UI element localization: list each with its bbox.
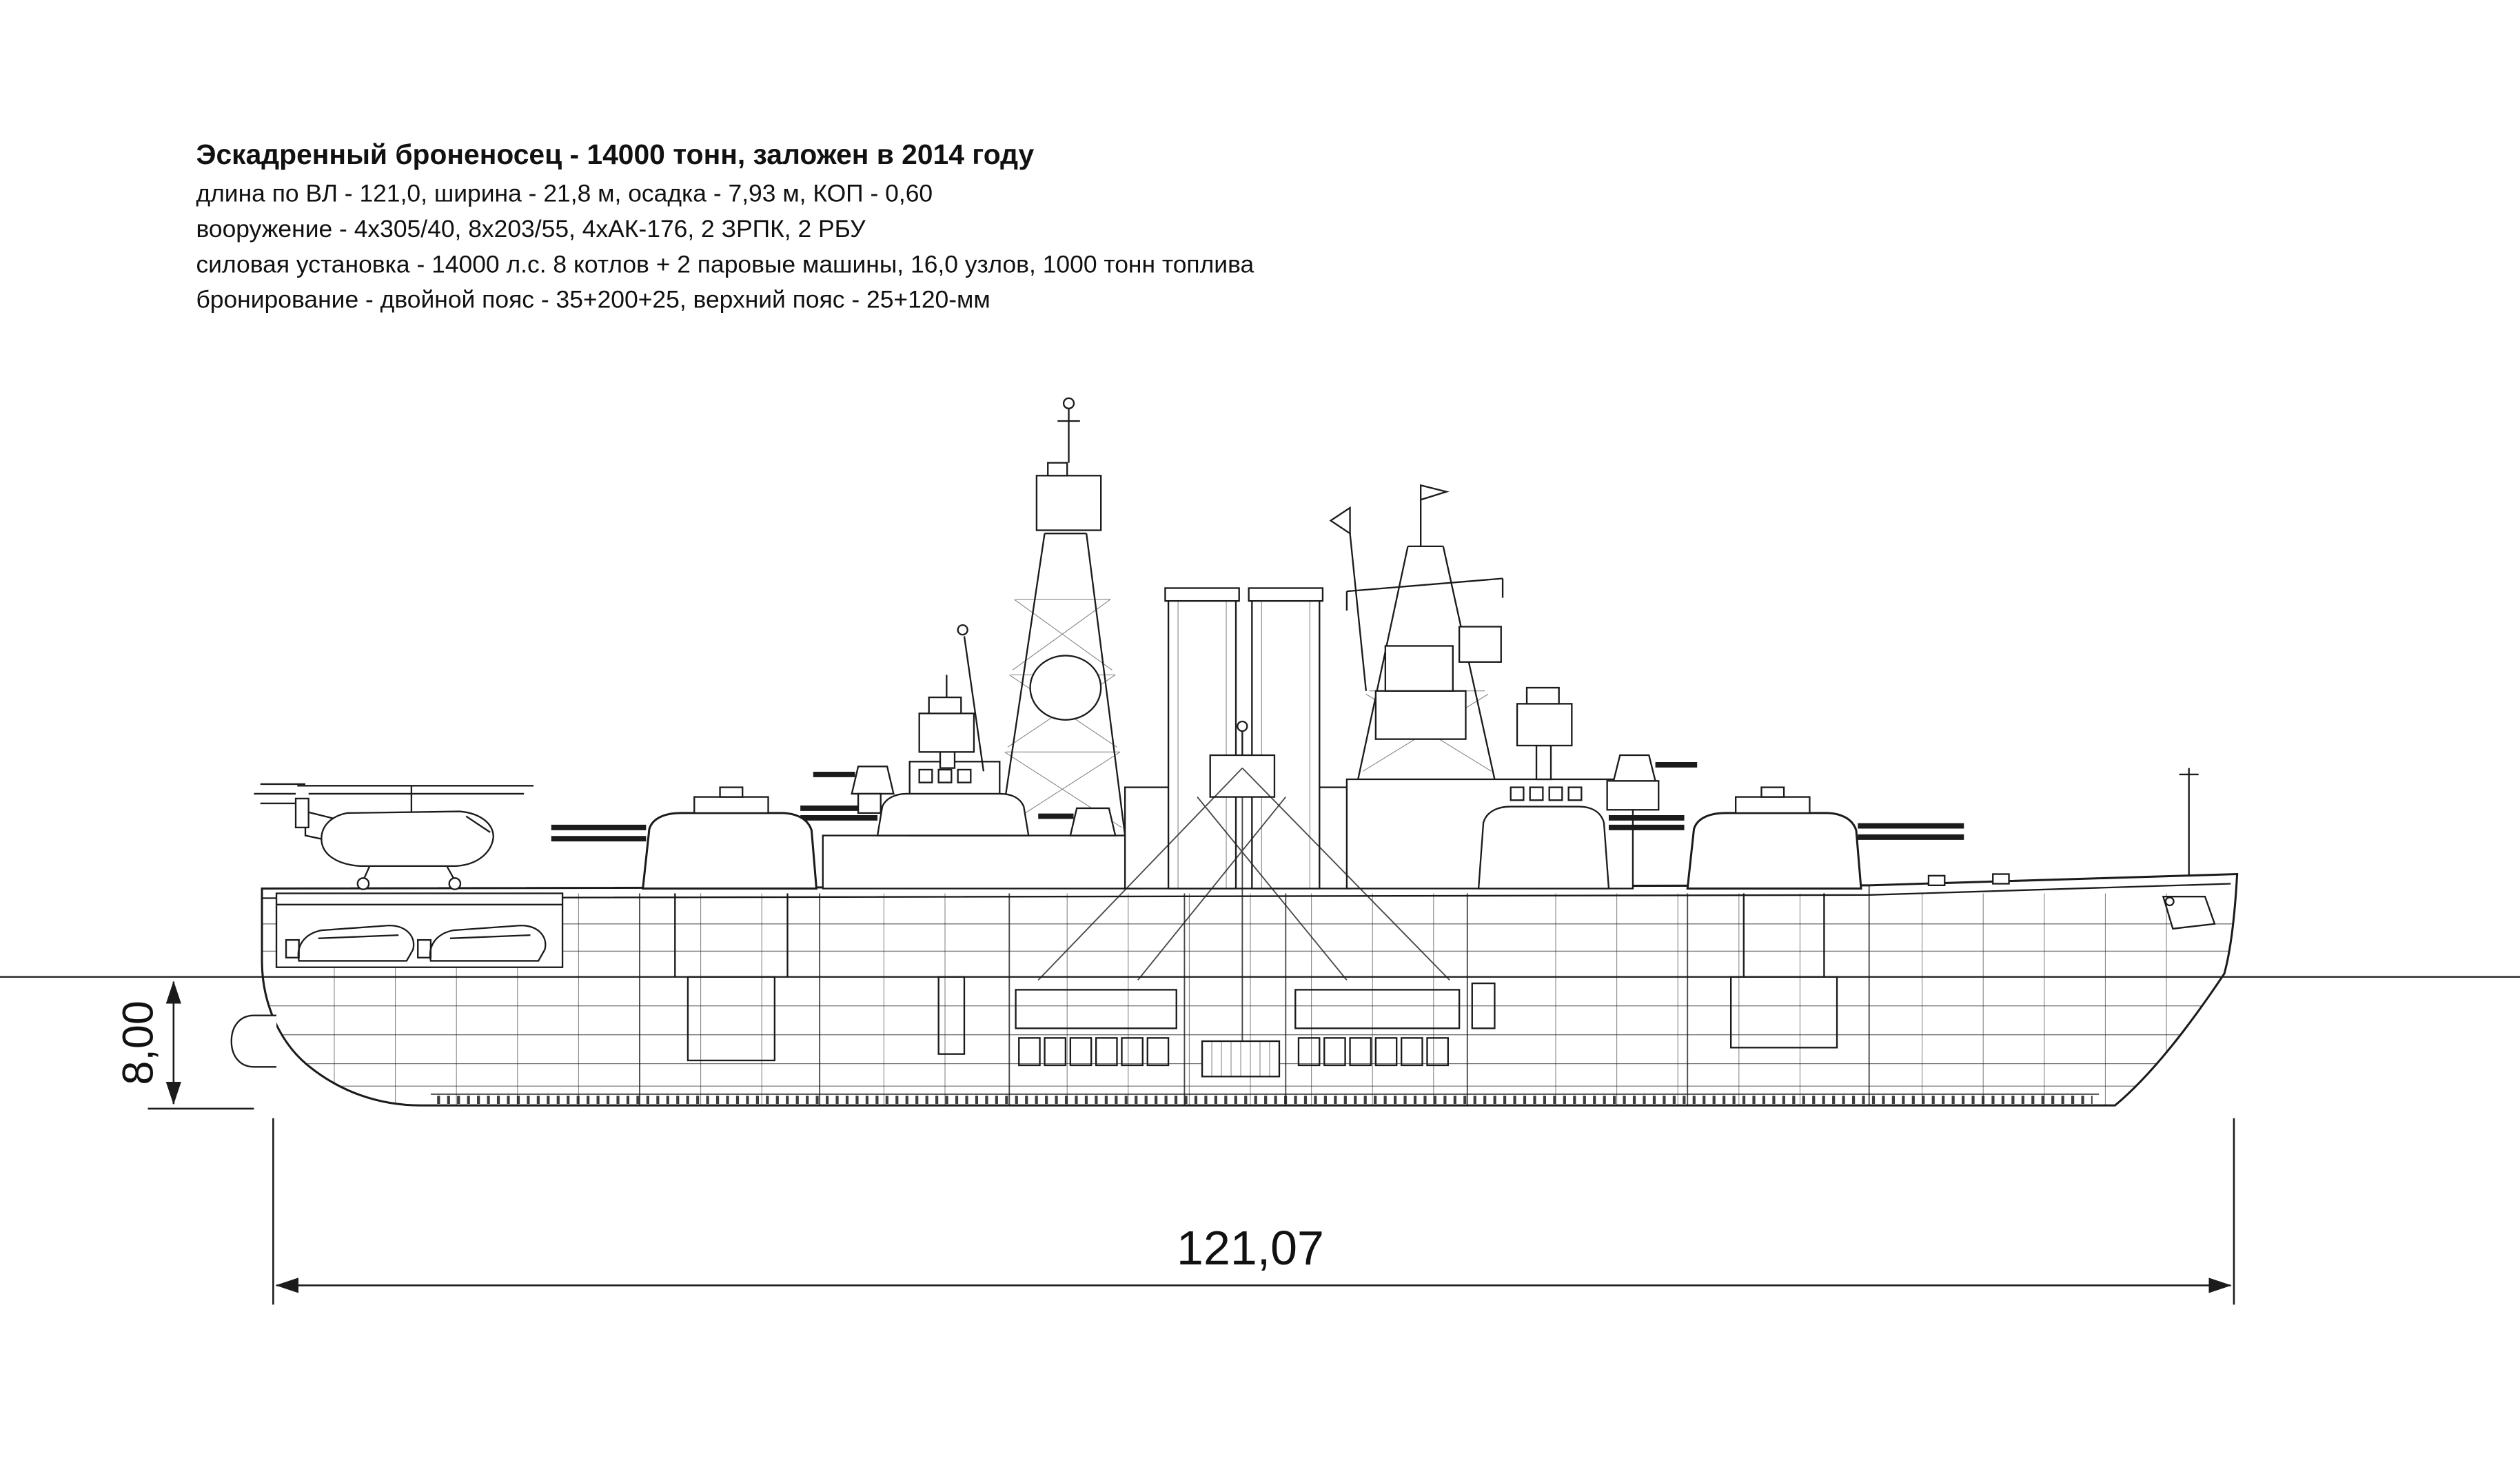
mid-ak176-mount (1038, 807, 1117, 837)
page-title: Эскадренный броненосец - 14000 тонн, зал… (196, 139, 1034, 170)
spec-line-3: силовая установка - 14000 л.с. 8 котлов … (196, 250, 1254, 278)
anchor (2162, 895, 2216, 930)
spec-line-1: длина по ВЛ - 121,0, ширина - 21,8 м, ос… (196, 180, 933, 207)
aft-main-turret (551, 786, 818, 890)
mast-platform (1374, 690, 1467, 740)
boat (417, 924, 547, 962)
boat (285, 924, 415, 962)
draft-dimension: 8,00 (114, 981, 254, 1110)
rangefinder (1734, 796, 1811, 814)
forward-ak176-mount (1606, 754, 1698, 811)
hull (230, 872, 2239, 1107)
forward-director (1516, 686, 1573, 781)
whip-antenna-tip (957, 624, 968, 636)
rangefinder (693, 796, 769, 814)
stern-appendage (230, 1014, 277, 1068)
mast-flag (1419, 484, 1450, 501)
forward-secondary-turret (1477, 806, 1685, 890)
tail-fin (294, 797, 309, 829)
spec-line-2: вооружение - 4х305/40, 8х203/55, 4хАК-17… (196, 215, 866, 243)
main-mast (1329, 484, 1504, 780)
top-radar-box (1035, 475, 1102, 531)
forward-main-turret (1686, 786, 1964, 890)
length-dimension: 121,07 (272, 1118, 2235, 1305)
masthead-light (1062, 397, 1075, 409)
fore-tower (957, 397, 1126, 836)
boat-crane (1037, 720, 1450, 1042)
aft-deckhouse (822, 834, 1142, 890)
helicopter (254, 783, 534, 890)
forward-windows (1510, 786, 1583, 801)
deck-edge-line (262, 883, 2231, 899)
radar-dish (1029, 655, 1102, 721)
spec-line-4: бронирование - двойной пояс - 35+200+25,… (196, 286, 990, 314)
fuselage (321, 810, 494, 868)
funnels (1164, 587, 1324, 890)
bow-details (1927, 768, 2216, 930)
length-label: 121,07 (1177, 1221, 1324, 1275)
aft-windows (918, 768, 972, 783)
hull-plating (262, 885, 2233, 1106)
mast-radar-box (1458, 626, 1502, 663)
header-block: Эскадренный броненосец - 14000 тонн, зал… (196, 139, 1254, 314)
aft-ak176-mount (813, 766, 895, 814)
aft-secondary-turret (800, 792, 1030, 837)
draft-label: 8,00 (114, 1001, 163, 1085)
boat-deck-recess (275, 892, 564, 968)
aft-director (918, 675, 975, 769)
machinery-outlines (674, 893, 1838, 1078)
